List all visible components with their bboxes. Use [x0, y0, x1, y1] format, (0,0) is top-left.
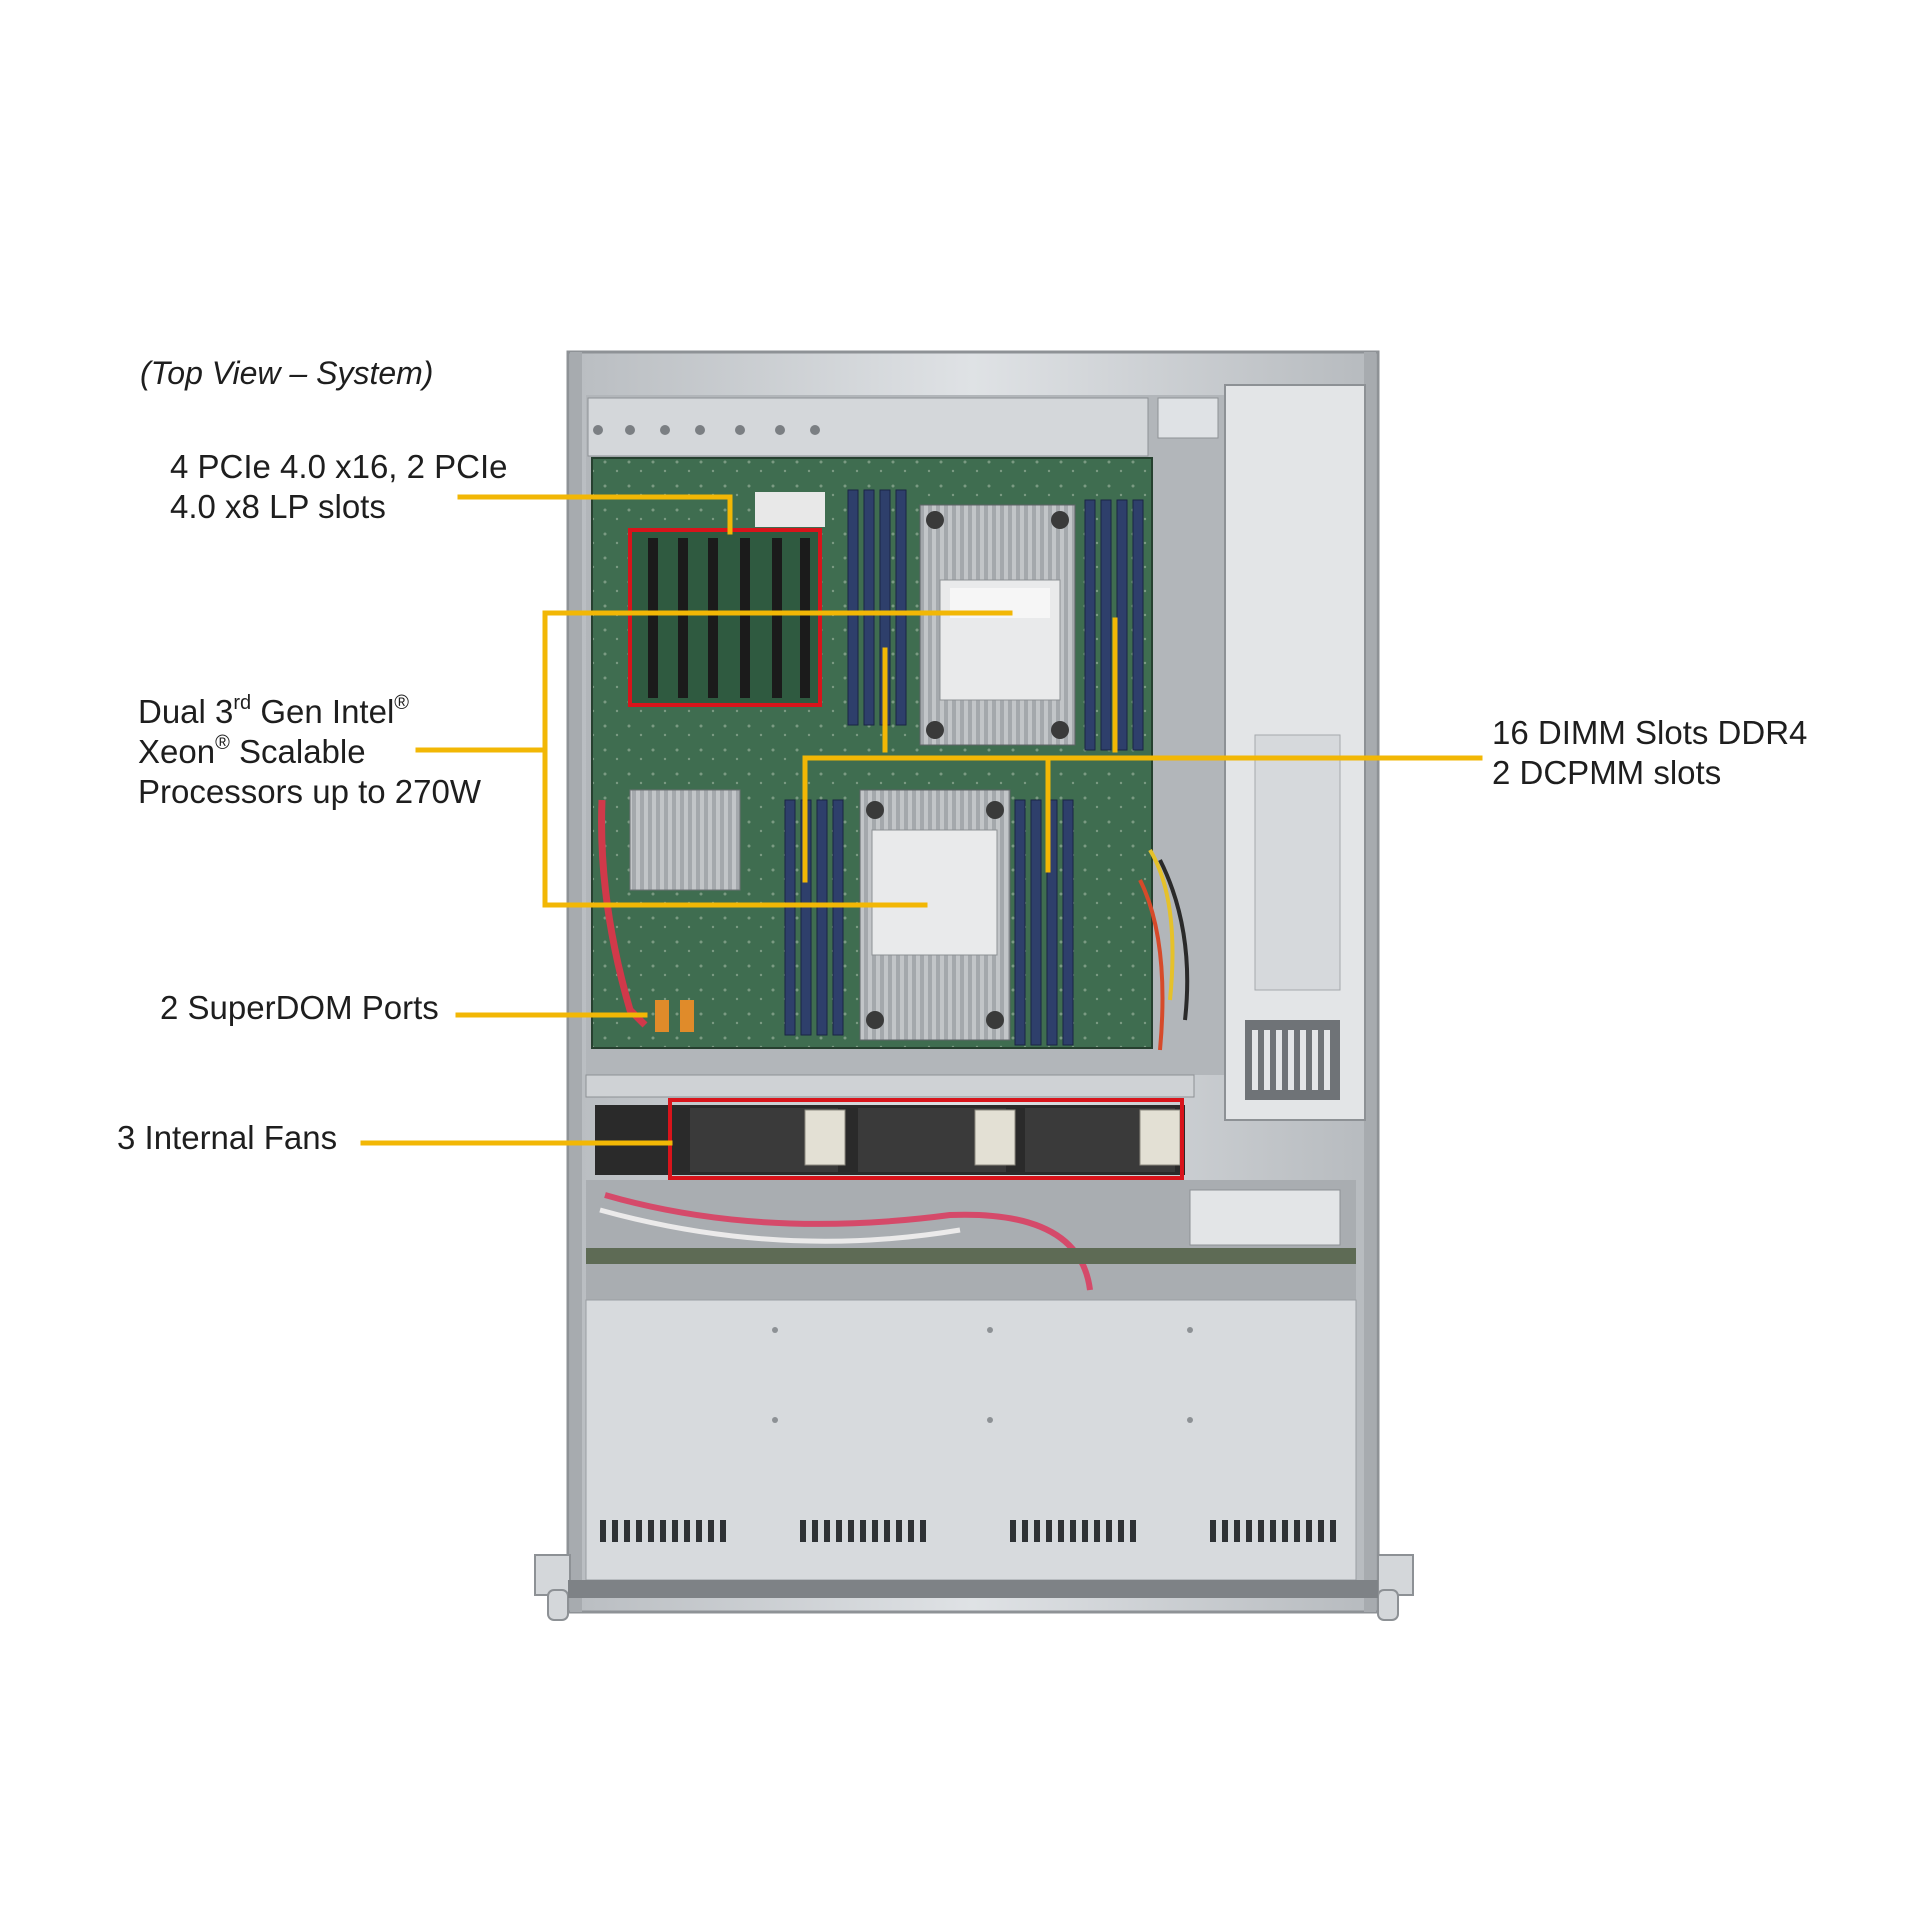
- rack-ears: [534, 1554, 1414, 1621]
- front-drive-cover: [585, 1299, 1357, 1581]
- fan-1: [690, 1108, 846, 1172]
- dimm-banks: [784, 489, 1144, 1046]
- pcie-highlight-box: [628, 528, 822, 707]
- cpu-bracket-line: [542, 610, 1013, 908]
- front-vent-slots: [600, 1520, 1336, 1542]
- pcie-slots: [630, 492, 825, 705]
- cpu-callout: Dual 3rd Gen Intel® Xeon® Scalable Proce…: [138, 692, 481, 812]
- cpu-heatsink-1: [919, 504, 1076, 746]
- leader-lines: [360, 494, 1483, 1146]
- dimm-leader-line: [802, 755, 1483, 883]
- pcie-leader-line: [457, 494, 733, 535]
- cpu-callout-line1: Dual 3rd Gen Intel®: [138, 692, 410, 730]
- fan-3: [1025, 1108, 1181, 1172]
- fans-callout: 3 Internal Fans: [117, 1119, 338, 1156]
- dimm-callout: 16 DIMM Slots DDR4 2 DCPMM slots: [1492, 713, 1807, 793]
- pcie-callout-line2: 4.0 x8 LP slots: [170, 488, 386, 525]
- cpu-callout-line3: Processors up to 270W: [138, 773, 481, 810]
- power-supply: [1224, 384, 1366, 1121]
- fan-2: [858, 1108, 1016, 1172]
- chipset-heatsink: [629, 789, 741, 891]
- dimm-callout-line1: 16 DIMM Slots DDR4: [1492, 714, 1808, 751]
- drive-backplane-area: [586, 1180, 1356, 1300]
- cpu-callout-line2: Xeon® Scalable: [138, 732, 366, 770]
- cpu-heatsink-2: [859, 789, 1011, 1041]
- pcie-callout-line1: 4 PCIe 4.0 x16, 2 PCIe: [170, 448, 508, 485]
- dimm-callout-line2: 2 DCPMM slots: [1492, 754, 1722, 791]
- front-bezel-strip: [568, 1580, 1378, 1598]
- sata-cable: [598, 799, 648, 1028]
- pcie-callout: 4 PCIe 4.0 x16, 2 PCIe 4.0 x8 LP slots: [170, 447, 508, 527]
- power-cables: [1138, 848, 1190, 1051]
- fan-tray: [585, 1074, 1195, 1175]
- diagram-title: (Top View – System): [140, 355, 434, 391]
- superdom-ports: [655, 1000, 694, 1032]
- fans-highlight-box: [668, 1098, 1184, 1180]
- superdom-callout: 2 SuperDOM Ports: [160, 989, 439, 1026]
